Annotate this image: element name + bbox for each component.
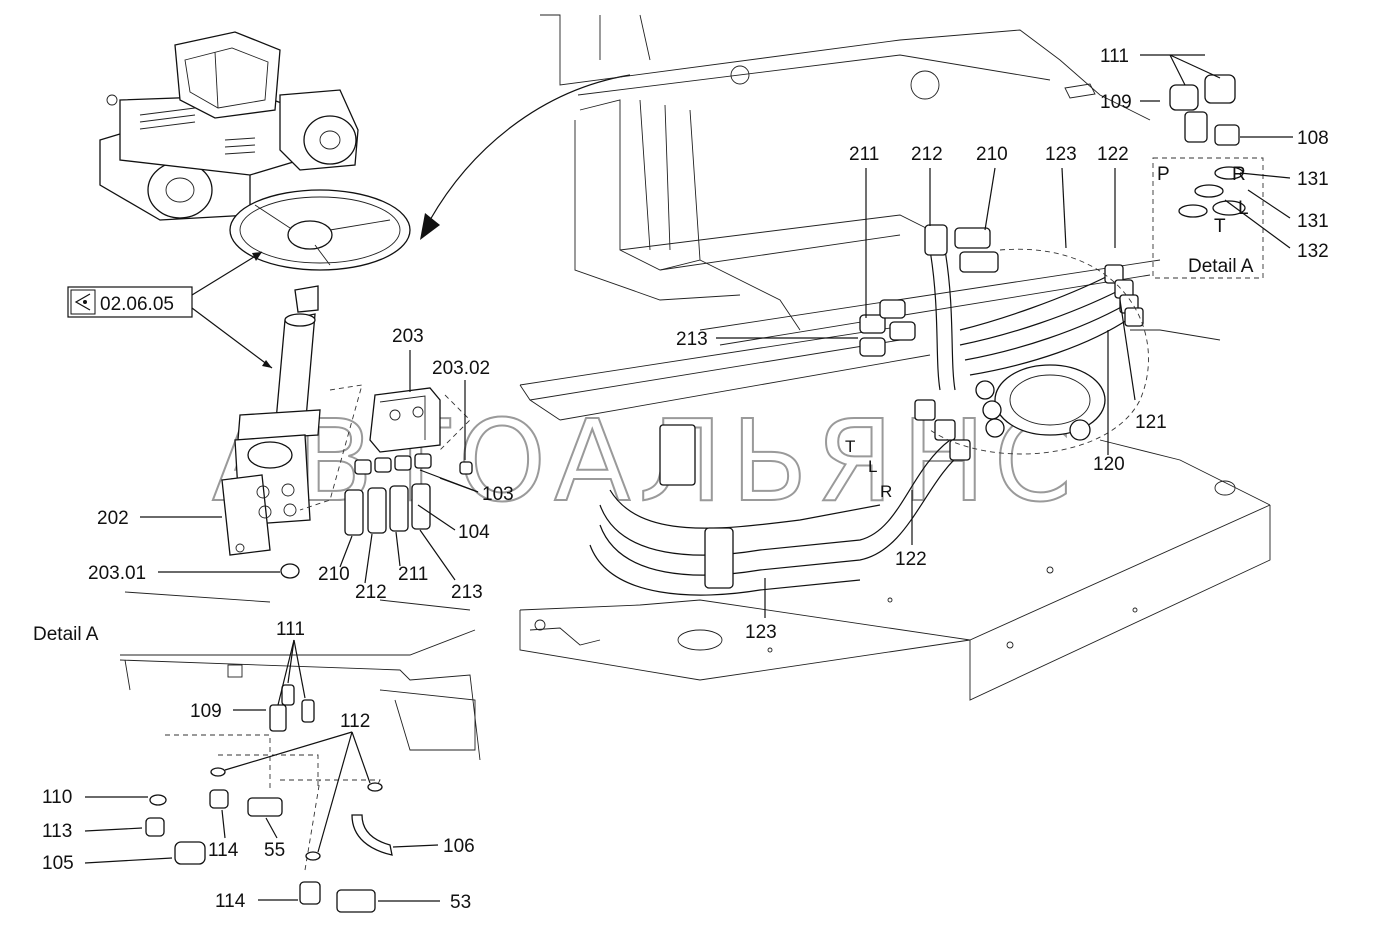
part-label: 105	[42, 853, 74, 874]
steering-unit	[221, 434, 311, 556]
detail-a-label-top: Detail A	[1188, 256, 1254, 277]
steering-column	[237, 285, 321, 441]
port-r-frame: R	[880, 482, 892, 501]
part-label: 108	[1297, 128, 1329, 149]
hose-bracket	[659, 424, 696, 486]
part-label: 104	[458, 522, 490, 543]
part-label: 120	[1093, 454, 1125, 475]
port-l: L	[1238, 198, 1249, 219]
detail-a-left-fittings	[145, 684, 393, 913]
part-labels: 111 109 108 131 131 132 211 212 210 123 …	[42, 46, 1329, 913]
tee-fittings	[859, 224, 999, 357]
part-label: 123	[1045, 144, 1077, 165]
part-label: 202	[97, 508, 129, 529]
steering-valve-120	[975, 364, 1106, 441]
reference-number: 02.06.05	[100, 294, 174, 315]
port-p: P	[1157, 164, 1170, 185]
detail-a-fittings	[1169, 74, 1246, 218]
part-label: 211	[398, 564, 428, 585]
part-label: 203.02	[432, 358, 490, 379]
valve-block-203	[369, 387, 441, 453]
detail-a-label-left: Detail A	[33, 624, 99, 645]
detail-a-left-frame	[119, 591, 481, 761]
chassis-frame	[519, 14, 1271, 701]
part-label: 203.01	[88, 563, 146, 584]
leader-lines	[84, 54, 1293, 902]
part-label: 111	[1100, 46, 1129, 67]
part-label: 53	[450, 892, 471, 913]
part-label: 114	[208, 840, 239, 861]
detail-a-box	[1152, 157, 1264, 279]
port-l-frame: L	[868, 457, 877, 476]
part-label: 212	[355, 582, 387, 603]
part-label: 203	[392, 326, 424, 347]
part-label: 109	[1100, 92, 1132, 113]
part-label: 131	[1297, 169, 1329, 190]
part-label: 112	[340, 711, 370, 732]
part-label: 210	[318, 564, 350, 585]
part-label: 213	[451, 582, 483, 603]
view-arrow-icon	[74, 293, 91, 311]
oring-203-01	[280, 563, 300, 579]
steering-wheel	[229, 189, 411, 271]
port-t: T	[1214, 216, 1226, 237]
part-label: 213	[676, 329, 708, 350]
callout-arrowhead	[420, 213, 440, 240]
part-label: 111	[276, 619, 305, 640]
part-label: 106	[443, 836, 475, 857]
part-label: 122	[1097, 144, 1129, 165]
port-r: R	[1232, 164, 1246, 185]
watermark: АВТОАЛЬЯНС	[212, 397, 1080, 527]
reference-box: 02.06.05	[67, 286, 193, 318]
port-t-frame: T	[845, 437, 855, 456]
part-label: 113	[42, 821, 72, 842]
fittings-103	[354, 453, 432, 475]
part-label: 132	[1297, 241, 1329, 262]
nut-203-02	[459, 461, 473, 475]
part-label: 110	[42, 787, 72, 808]
part-label: 114	[215, 891, 246, 912]
part-label: 212	[911, 144, 943, 165]
part-label: 123	[745, 622, 777, 643]
part-label: 109	[190, 701, 222, 722]
hose-clamp	[704, 527, 734, 589]
part-label: 121	[1135, 412, 1167, 433]
part-label: 131	[1297, 211, 1329, 232]
roller-machine-illustration	[99, 31, 359, 221]
part-label: 211	[849, 144, 879, 165]
part-label: 103	[482, 484, 514, 505]
callout-arrow	[429, 74, 631, 221]
part-label: 55	[264, 840, 285, 861]
part-label: 210	[976, 144, 1008, 165]
part-label: 122	[895, 549, 927, 570]
